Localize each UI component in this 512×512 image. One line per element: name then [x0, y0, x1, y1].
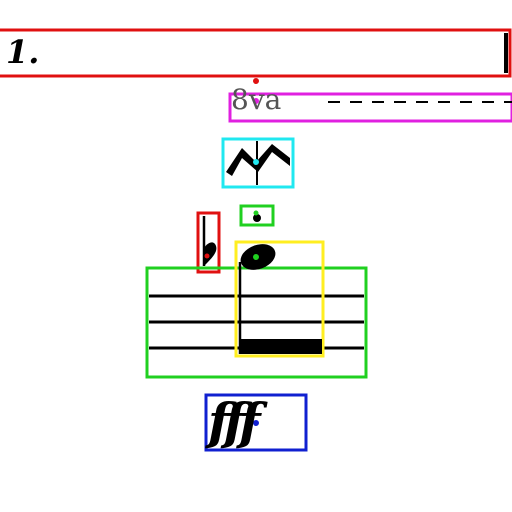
accidental: [196, 211, 221, 274]
dynamic-marking: fff: [208, 392, 260, 451]
measure-number: 1.: [6, 33, 40, 71]
staccato-dot-icon: [253, 214, 261, 222]
articulation-box: [239, 204, 275, 227]
measure-region: [0, 28, 512, 78]
measure-box: [0, 28, 512, 78]
flat-icon: [204, 242, 217, 266]
ornament-box: [221, 137, 295, 189]
articulation: [239, 204, 275, 227]
anchor-point-red: [253, 78, 259, 84]
anchor-point-red-small: [204, 253, 210, 259]
octave-box: [228, 92, 512, 123]
octave-shift: [228, 92, 512, 123]
anchor-point-cyan: [253, 159, 259, 165]
octave-mark-label: 8va: [231, 83, 282, 116]
note: [234, 240, 325, 358]
anchor-point-blue: [253, 420, 259, 426]
anchor-point-green-small: [253, 210, 259, 216]
ornament: [221, 137, 295, 189]
note-beam: [240, 339, 322, 354]
accidental-box: [196, 211, 221, 274]
staff: [145, 266, 368, 379]
anchor-point-green: [253, 254, 259, 260]
note-box: [234, 240, 325, 358]
anchor-point-magenta: [253, 98, 259, 104]
dynamic-box: [204, 393, 308, 452]
